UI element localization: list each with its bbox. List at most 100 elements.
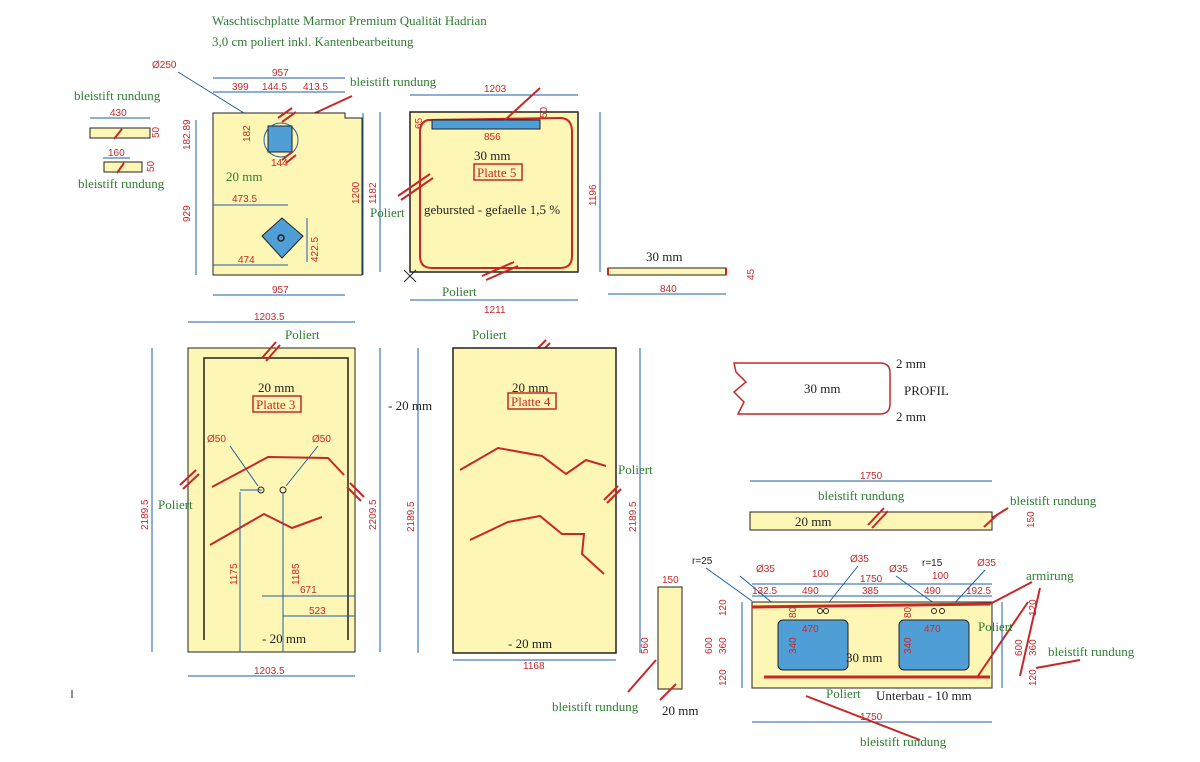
vanity-d35-1: Ø35 [756, 564, 775, 575]
vanity-sink-left [777, 619, 849, 671]
strip-1-width: 430 [110, 108, 127, 119]
plate4-label-top: Poliert [472, 327, 507, 342]
plate3-name: Platte 3 [256, 397, 295, 412]
vanity-sink-a: 490 [802, 586, 819, 597]
title-line-1: Waschtischplatte Marmor Premium Qualität… [212, 13, 487, 28]
profile-bottom: 2 mm [896, 409, 926, 424]
vanity-armirung: armirung [1026, 568, 1074, 583]
plate1-width-c: 413.5 [303, 82, 328, 93]
plate-5: 1203 856 65 50 30 mm Platte 5 Poliert 11… [368, 84, 601, 316]
plate5-height-left: 65 [414, 117, 425, 129]
vanity-sink-right [898, 619, 970, 671]
front-strip-width: 1750 [860, 471, 883, 482]
plate1-width-b: 144.5 [262, 82, 287, 93]
vanity-d35-4: Ø35 [977, 558, 996, 569]
plate1-height-total: 1200 [351, 181, 362, 204]
vanity-width-bottom: 1750 [860, 712, 883, 723]
plate4-label-right: Poliert [618, 462, 653, 477]
plate5-label-bottom: Poliert [442, 284, 477, 299]
edge-strip-width: 840 [660, 284, 677, 295]
plate-1: Ø250 957 399 144.5 413.5 bleistift rundu… [152, 60, 437, 296]
plate3-height-left: 2189.5 [140, 499, 151, 530]
plate4-bottom-note: - 20 mm [508, 636, 552, 651]
edge-strip-height: 45 [746, 268, 757, 280]
plate3-x-b: 523 [309, 606, 326, 617]
plate3-label-left: Poliert [158, 497, 193, 512]
vanity-thickness: 30 mm [846, 650, 882, 665]
vanity-label-right-round: bleistift rundung [1048, 644, 1135, 659]
plate1-round-label: bleistift rundung [350, 74, 437, 89]
side-panel-thickness: 20 mm [662, 703, 698, 718]
plate5-label-left: Poliert [370, 205, 405, 220]
vanity-base-note: Unterbau - 10 mm [876, 688, 972, 703]
vanity-left-b: 360 [718, 637, 729, 654]
strip-label-bottom: bleistift rundung [78, 176, 165, 191]
strip-label-top: bleistift rundung [74, 88, 161, 103]
plate1-corner-sink [261, 217, 304, 259]
strip-1-height: 50 [151, 126, 162, 138]
plate1-height-low: 929 [182, 205, 193, 222]
vanity-right-b: 360 [1028, 639, 1039, 656]
vanity-r-right: r=15 [922, 558, 943, 569]
strips-group: bleistift rundung 430 50 160 50 bleistif… [74, 88, 165, 191]
front-strip-label: bleistift rundung [818, 488, 905, 503]
vanity-left-total: 600 [704, 637, 715, 654]
plate5-finish: gebursted - gefaelle 1,5 % [424, 202, 560, 217]
plate3-width-bottom: 1203.5 [254, 666, 285, 677]
vanity-right-c: 120 [1028, 669, 1039, 686]
profile-thickness: 30 mm [804, 381, 840, 396]
side-panel-width: 150 [662, 575, 679, 586]
vanity-d35-3: Ø35 [889, 564, 908, 575]
vanity-back-a: 80 [788, 606, 799, 618]
front-strip: 1750 bleistift rundung bleistift rundung… [749, 471, 1097, 531]
strip-2-width: 160 [108, 148, 125, 159]
plate1-height-a: 182.89 [182, 119, 193, 150]
side-panel: 150 560 bleistift rundung 20 mm [552, 575, 698, 718]
vanity-d35-2: Ø35 [850, 554, 869, 565]
strip-2-height: 50 [146, 160, 157, 172]
plate1-height-b: 182 [242, 125, 253, 142]
plate3-height-right: 2209.5 [368, 499, 379, 530]
plate5-height-right: 50 [539, 106, 550, 118]
vanity-sink-b: 490 [924, 586, 941, 597]
plate-4: Poliert 20 mm Platte 4 Poliert 2189.5 21… [406, 327, 653, 672]
vanity-sink-h-b: 340 [903, 637, 914, 654]
edge-strip-thickness: 30 mm [646, 249, 682, 264]
front-strip-height: 150 [1026, 511, 1037, 528]
side-panel-label: bleistift rundung [552, 699, 639, 714]
plate1-sink-cutout [267, 125, 293, 153]
plate1-width-total: 957 [272, 68, 289, 79]
plate5-height-outer: 1182 [368, 182, 379, 204]
vanity-right-total: 600 [1014, 639, 1025, 656]
plate3-label-top: Poliert [285, 327, 320, 342]
plate3-x-a: 671 [300, 585, 317, 596]
plate5-sink-channel [431, 119, 541, 130]
vanity-left-a: 120 [718, 599, 729, 616]
front-strip-thickness: 20 mm [795, 514, 831, 529]
profile-label: PROFIL [904, 383, 949, 398]
plate-3: 1203.5 Poliert 20 mm Platte 3 Ø50 Ø50 Po… [140, 312, 432, 677]
vanity-r-left: r=25 [692, 556, 713, 567]
plate3-height-a: 1175 [229, 563, 240, 585]
plate1-width-bottom: 957 [272, 285, 289, 296]
plate5-sink-width: 856 [484, 132, 501, 143]
side-panel-height: 560 [640, 637, 651, 654]
plate1-pos-height: 422.5 [310, 237, 321, 262]
vanity-x-a: 132.5 [752, 586, 777, 597]
plate5-width-bottom: 1211 [484, 305, 506, 316]
plate3-side-note: - 20 mm [388, 398, 432, 413]
plate1-pos-x: 474 [238, 255, 255, 266]
vanity-sink-w-b: 470 [924, 624, 941, 635]
edge-strip: 30 mm 45 840 [607, 249, 757, 295]
profile-top: 2 mm [896, 356, 926, 371]
plate4-thickness: 20 mm [512, 380, 548, 395]
vanity-right-a: 120 [1028, 599, 1039, 616]
side-panel-slab [657, 586, 683, 690]
plate3-d50-left: Ø50 [207, 434, 226, 445]
plate3-d50-right: Ø50 [312, 434, 331, 445]
plate5-thickness: 30 mm [474, 148, 510, 163]
vanity-label-bottom-round: bleistift rundung [860, 734, 947, 749]
vanity-x-b: 192.5 [966, 586, 991, 597]
plate4-width-bottom: 1168 [523, 661, 545, 672]
